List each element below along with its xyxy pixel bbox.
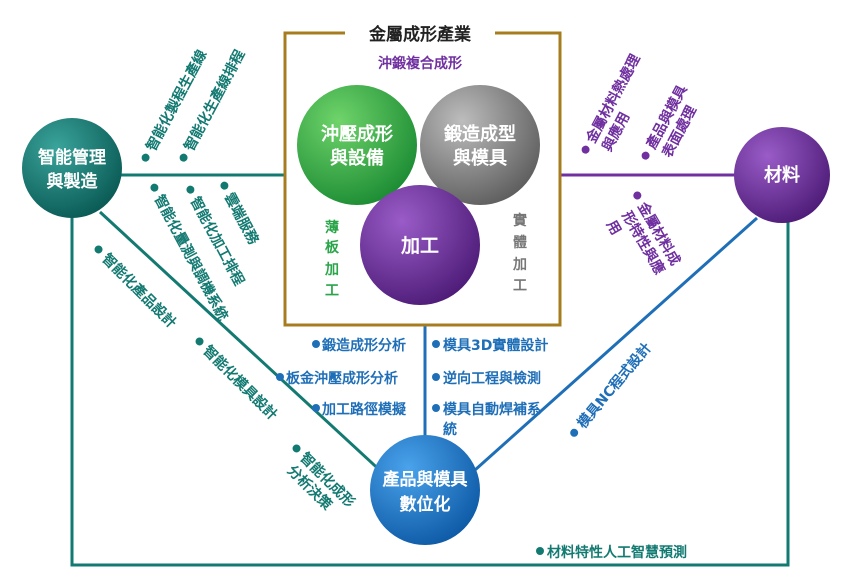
svg-text:模具自動焊補系: 模具自動焊補系: [443, 401, 541, 418]
line-outer-loop: [70, 215, 790, 567]
item-smart-line-scheduling: 智能化生產線排程: [179, 47, 248, 162]
center-right-list: 模具3D實體設計 逆向工程與檢測 模具自動焊補系 統: [432, 337, 548, 438]
item-smart-mold-design: 智能化模具設計: [195, 337, 281, 423]
svg-text:加工路徑模擬: 加工路徑模擬: [321, 401, 407, 418]
svg-text:智能化模具設計: 智能化模具設計: [199, 341, 281, 423]
svg-text:加: 加: [512, 257, 527, 273]
svg-text:與模具: 與模具: [453, 147, 507, 169]
svg-text:鍛造成型: 鍛造成型: [444, 123, 516, 145]
item-smart-process-line: 智能化製程生產線: [141, 47, 210, 162]
svg-text:與製造: 與製造: [47, 171, 99, 192]
svg-text:板: 板: [325, 239, 340, 256]
svg-text:用: 用: [603, 218, 624, 238]
svg-text:加工: 加工: [400, 235, 439, 257]
svg-text:模具NC程式設計: 模具NC程式設計: [574, 340, 655, 432]
svg-text:鍛造成形分析: 鍛造成形分析: [322, 337, 406, 354]
svg-text:材料: 材料: [764, 164, 800, 186]
item-nc-programming: 模具NC程式設計: [570, 340, 655, 437]
svg-text:薄: 薄: [325, 219, 339, 236]
material-node[interactable]: 材料: [734, 127, 830, 223]
svg-text:逆向工程與檢測: 逆向工程與檢測: [443, 370, 541, 387]
forging-node[interactable]: 鍛造成型 與模具: [420, 85, 540, 205]
connectors: [70, 173, 790, 567]
smart-management-node[interactable]: 智能管理 與製造: [22, 118, 122, 218]
svg-text:實: 實: [513, 212, 527, 229]
svg-text:統: 統: [443, 421, 457, 438]
svg-text:智能化產品設計: 智能化產品設計: [98, 249, 180, 331]
svg-text:產品與模具: 產品與模具: [383, 469, 468, 490]
item-smart-forming-decision: 智能化成形 分析決策: [284, 444, 358, 514]
svg-text:工: 工: [325, 283, 339, 299]
industry-title: 金屬成形產業: [368, 24, 471, 45]
svg-text:加: 加: [324, 262, 339, 278]
item-forming-properties: 金屬材料成 形特性與應 用: [603, 191, 684, 277]
svg-text:沖壓成形: 沖壓成形: [321, 123, 393, 145]
line-material-digital: [474, 216, 758, 472]
svg-text:工: 工: [513, 278, 527, 294]
solid-label: 實 體 加 工: [512, 212, 527, 294]
svg-text:數位化: 數位化: [400, 494, 451, 515]
svg-text:智能管理: 智能管理: [38, 147, 106, 168]
item-ai-material-prediction: 材料特性人工智慧預測: [532, 540, 732, 561]
svg-text:與設備: 與設備: [330, 147, 384, 169]
stamping-node[interactable]: 沖壓成形 與設備: [297, 85, 417, 205]
svg-text:雲端服務: 雲端服務: [221, 190, 263, 248]
svg-text:模具3D實體設計: 模具3D實體設計: [443, 337, 548, 354]
svg-text:材料特性人工智慧預測: 材料特性人工智慧預測: [547, 544, 687, 561]
composite-label: 沖鍛複合成形: [378, 55, 462, 72]
sheet-label: 薄 板 加 工: [324, 219, 340, 299]
digital-node[interactable]: 產品與模具 數位化: [370, 435, 480, 545]
machining-node[interactable]: 加工: [360, 185, 480, 305]
svg-text:板金沖壓成形分析: 板金沖壓成形分析: [286, 370, 398, 387]
line-smart-digital: [98, 210, 387, 477]
item-smart-product-design: 智能化產品設計: [94, 245, 180, 331]
svg-text:體: 體: [513, 234, 527, 251]
center-left-list: 鍛造成形分析 板金沖壓成形分析 加工路徑模擬: [276, 337, 407, 418]
